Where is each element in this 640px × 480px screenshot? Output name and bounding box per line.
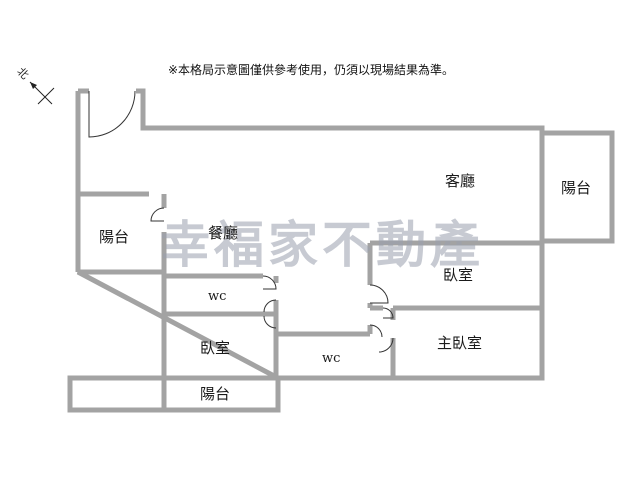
room-label-balcony-left: 陽台 <box>99 228 129 246</box>
outer-walls <box>67 88 615 413</box>
disclaimer-notice: ※本格局示意圖僅供參考使用，仍須以現場結果為準。 <box>168 62 454 77</box>
room-label-master-bedroom: 主臥室 <box>437 334 482 352</box>
room-label-bedroom-right: 臥室 <box>443 266 473 284</box>
compass-label: 北 <box>14 65 31 82</box>
room-label-balcony-bottom: 陽台 <box>200 385 230 403</box>
company-watermark: 幸福家不動產 <box>160 216 484 274</box>
interior-walls <box>78 191 542 410</box>
doors <box>88 90 394 353</box>
room-label-balcony-right: 陽台 <box>561 179 591 197</box>
room-label-bedroom-left: 臥室 <box>200 339 230 357</box>
room-label-wc-right: wc <box>322 351 340 366</box>
room-label-dining-room: 餐廳 <box>208 224 238 242</box>
room-label-living-room: 客廳 <box>445 172 475 190</box>
north-compass-icon: 北 <box>14 65 55 105</box>
room-label-wc-left: wc <box>208 289 226 304</box>
